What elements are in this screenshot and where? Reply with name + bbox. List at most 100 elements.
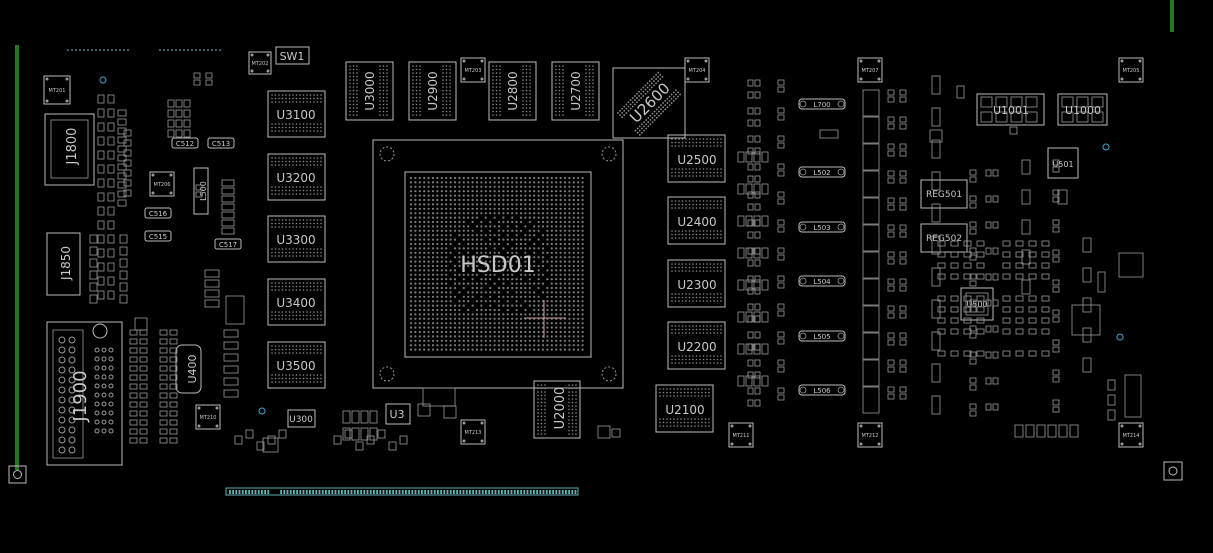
capacitor-c512: C512 [171, 137, 199, 149]
capacitor-c516: C516 [144, 207, 172, 219]
chip-u2000: U2000 [533, 380, 581, 439]
regulator-reg501: REG501 [920, 179, 968, 209]
regulator-reg502-label: REG502 [926, 234, 962, 244]
chip-u2300: U2300 [667, 259, 726, 308]
inductor-l505: L505 [798, 330, 846, 342]
chip-u300: U300 [287, 409, 316, 428]
connector-j1900: J1900 [46, 321, 123, 466]
mount-pad-mt201: MT201 [43, 75, 71, 105]
top-right-green-trace [1170, 0, 1174, 32]
connector-j1850-label: J1850 [59, 246, 73, 281]
inductor-l504: L504 [798, 275, 846, 287]
chip-u2400: U2400 [667, 196, 726, 245]
chip-u500: U500 [960, 287, 994, 321]
mount-pad-mt204-label: MT204 [689, 68, 706, 74]
mount-pad-mt202: MT202 [248, 51, 272, 75]
chip-u3000-label: U3000 [363, 71, 377, 110]
capacitor-c517-label: C517 [219, 241, 237, 249]
mount-pad-mt214: MT214 [1118, 422, 1144, 448]
mount-pad-mt205-label: MT205 [1123, 68, 1140, 74]
mount-pad-mt203: MT203 [460, 57, 486, 83]
chip-u2300-label: U2300 [677, 278, 716, 292]
chip-u3400-label: U3400 [276, 296, 315, 310]
capacitor-c513-label: C513 [212, 140, 230, 148]
regulator-reg501-label: REG501 [926, 190, 962, 200]
chip-u501-label: U501 [1052, 160, 1073, 169]
connector-j1800-label: J1800 [65, 128, 80, 166]
chip-u400-label: U400 [186, 354, 199, 383]
connector-j1800: J1800 [44, 113, 95, 186]
chip-u1000-label: U1000 [1065, 104, 1101, 117]
chip-u3100-label: U3100 [276, 108, 315, 122]
chip-u1000: U1000 [1057, 93, 1108, 126]
test-pad-row [67, 49, 221, 51]
mount-pad-mt205: MT205 [1118, 57, 1144, 83]
mount-pad-mt204: MT204 [684, 57, 710, 83]
capacitor-c512-label: C512 [176, 140, 194, 148]
chip-u2200-label: U2200 [677, 340, 716, 354]
chip-u2000-label: U2000 [553, 387, 568, 430]
chip-u3500-label: U3500 [276, 359, 315, 373]
chip-u2200: U2200 [667, 321, 726, 370]
capacitor-c513: C513 [207, 137, 235, 149]
chip-u2900: U2900 [408, 61, 457, 121]
chip-u3200: U3200 [267, 153, 326, 201]
gpu-package: HSD01 [372, 139, 624, 389]
mount-pad-mt214-label: MT214 [1123, 433, 1140, 439]
mount-pad-mt207-label: MT207 [862, 68, 879, 74]
mount-hole-bottom-left [8, 465, 27, 484]
mount-pad-mt203-label: MT203 [465, 68, 482, 74]
mount-pad-mt202-label: MT202 [252, 61, 269, 67]
chip-u2700: U2700 [551, 61, 600, 121]
mount-pad-mt201-label: MT201 [49, 88, 66, 94]
chip-u300-label: U300 [289, 415, 313, 425]
left-green-trace [15, 45, 19, 470]
inductor-l503: L503 [798, 221, 846, 233]
mount-pad-mt212-label: MT212 [862, 433, 879, 439]
mount-pad-mt211: MT211 [728, 422, 754, 448]
inductor-l500-label: L500 [199, 181, 208, 201]
capacitor-c516-label: C516 [149, 210, 168, 218]
inductor-l500: L500 [193, 167, 209, 215]
mount-pad-mt212: MT212 [857, 422, 883, 448]
connector-j1900-label: J1900 [70, 370, 91, 422]
chip-u3: U3 [385, 403, 411, 425]
inductor-l505-label: L505 [813, 333, 830, 341]
capacitor-c515: C515 [144, 230, 172, 242]
chip-u2500-label: U2500 [677, 153, 716, 167]
crosshair-cursor [524, 300, 566, 338]
inductor-l506: L506 [798, 384, 846, 396]
inductor-l503-label: L503 [813, 224, 830, 232]
mount-pad-mt210: MT210 [195, 404, 221, 430]
inductor-l502: L502 [798, 166, 846, 178]
mount-hole-bottom-right [1163, 461, 1183, 481]
chip-u500-label: U500 [966, 300, 987, 309]
pcie-edge-connector [225, 487, 579, 496]
connector-j1850: J1850 [46, 232, 81, 296]
chip-u3200-label: U3200 [276, 171, 315, 185]
chip-u2800: U2800 [488, 61, 537, 121]
chip-u400: U400 [175, 344, 202, 394]
inductor-l700: L700 [798, 98, 846, 110]
inductor-l506-label: L506 [813, 387, 831, 395]
mount-pad-mt211-label: MT211 [733, 433, 750, 439]
gpu-label: HSD01 [460, 253, 535, 278]
chip-u3-label: U3 [389, 408, 404, 421]
mount-pad-mt206-label: MT206 [154, 182, 171, 188]
inductor-l504-label: L504 [813, 278, 831, 286]
capacitor-c517: C517 [214, 238, 242, 250]
chip-u501: U501 [1047, 147, 1079, 179]
chip-u2100: U2100 [655, 384, 714, 433]
chip-u3300: U3300 [267, 215, 326, 263]
chip-u2700-label: U2700 [569, 71, 583, 110]
chip-u3100: U3100 [267, 90, 326, 138]
chip-u2400-label: U2400 [677, 215, 716, 229]
inductor-l502-label: L502 [813, 169, 830, 177]
chip-u2500: U2500 [667, 134, 726, 183]
chip-u2900-label: U2900 [426, 71, 440, 110]
chip-u3000: U3000 [345, 61, 394, 121]
mount-pad-mt206: MT206 [149, 171, 175, 197]
mount-pad-mt213-label: MT213 [465, 430, 482, 436]
inductor-l700-label: L700 [813, 101, 830, 109]
chip-u1001-label: U1001 [993, 104, 1029, 117]
